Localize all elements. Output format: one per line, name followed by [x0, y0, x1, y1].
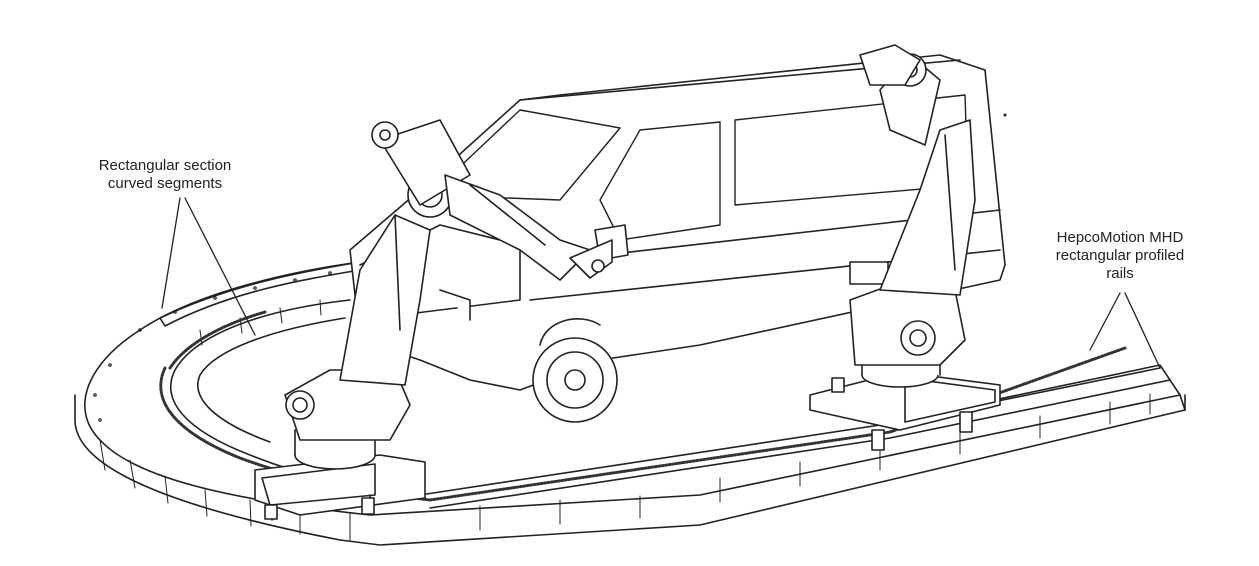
callout-label-line: curved segments	[107, 175, 223, 192]
robot-arm-icon	[809, 44, 1001, 451]
callout-label-line: rectangular profiled	[1055, 247, 1185, 264]
callout-label-line: rails	[1106, 265, 1134, 282]
callout-label-line: HepcoMotion MHD	[1056, 229, 1184, 246]
callout-label-line: Rectangular section	[98, 157, 232, 174]
callout-lines	[161, 197, 1161, 369]
robot-arm-icon	[254, 119, 613, 521]
callout-label-curved-segments: Rectangular section curved segments	[70, 157, 260, 193]
callout-label-profiled-rails: HepcoMotion MHD rectangular profiled rai…	[1025, 229, 1215, 283]
van-icon	[349, 54, 1006, 423]
